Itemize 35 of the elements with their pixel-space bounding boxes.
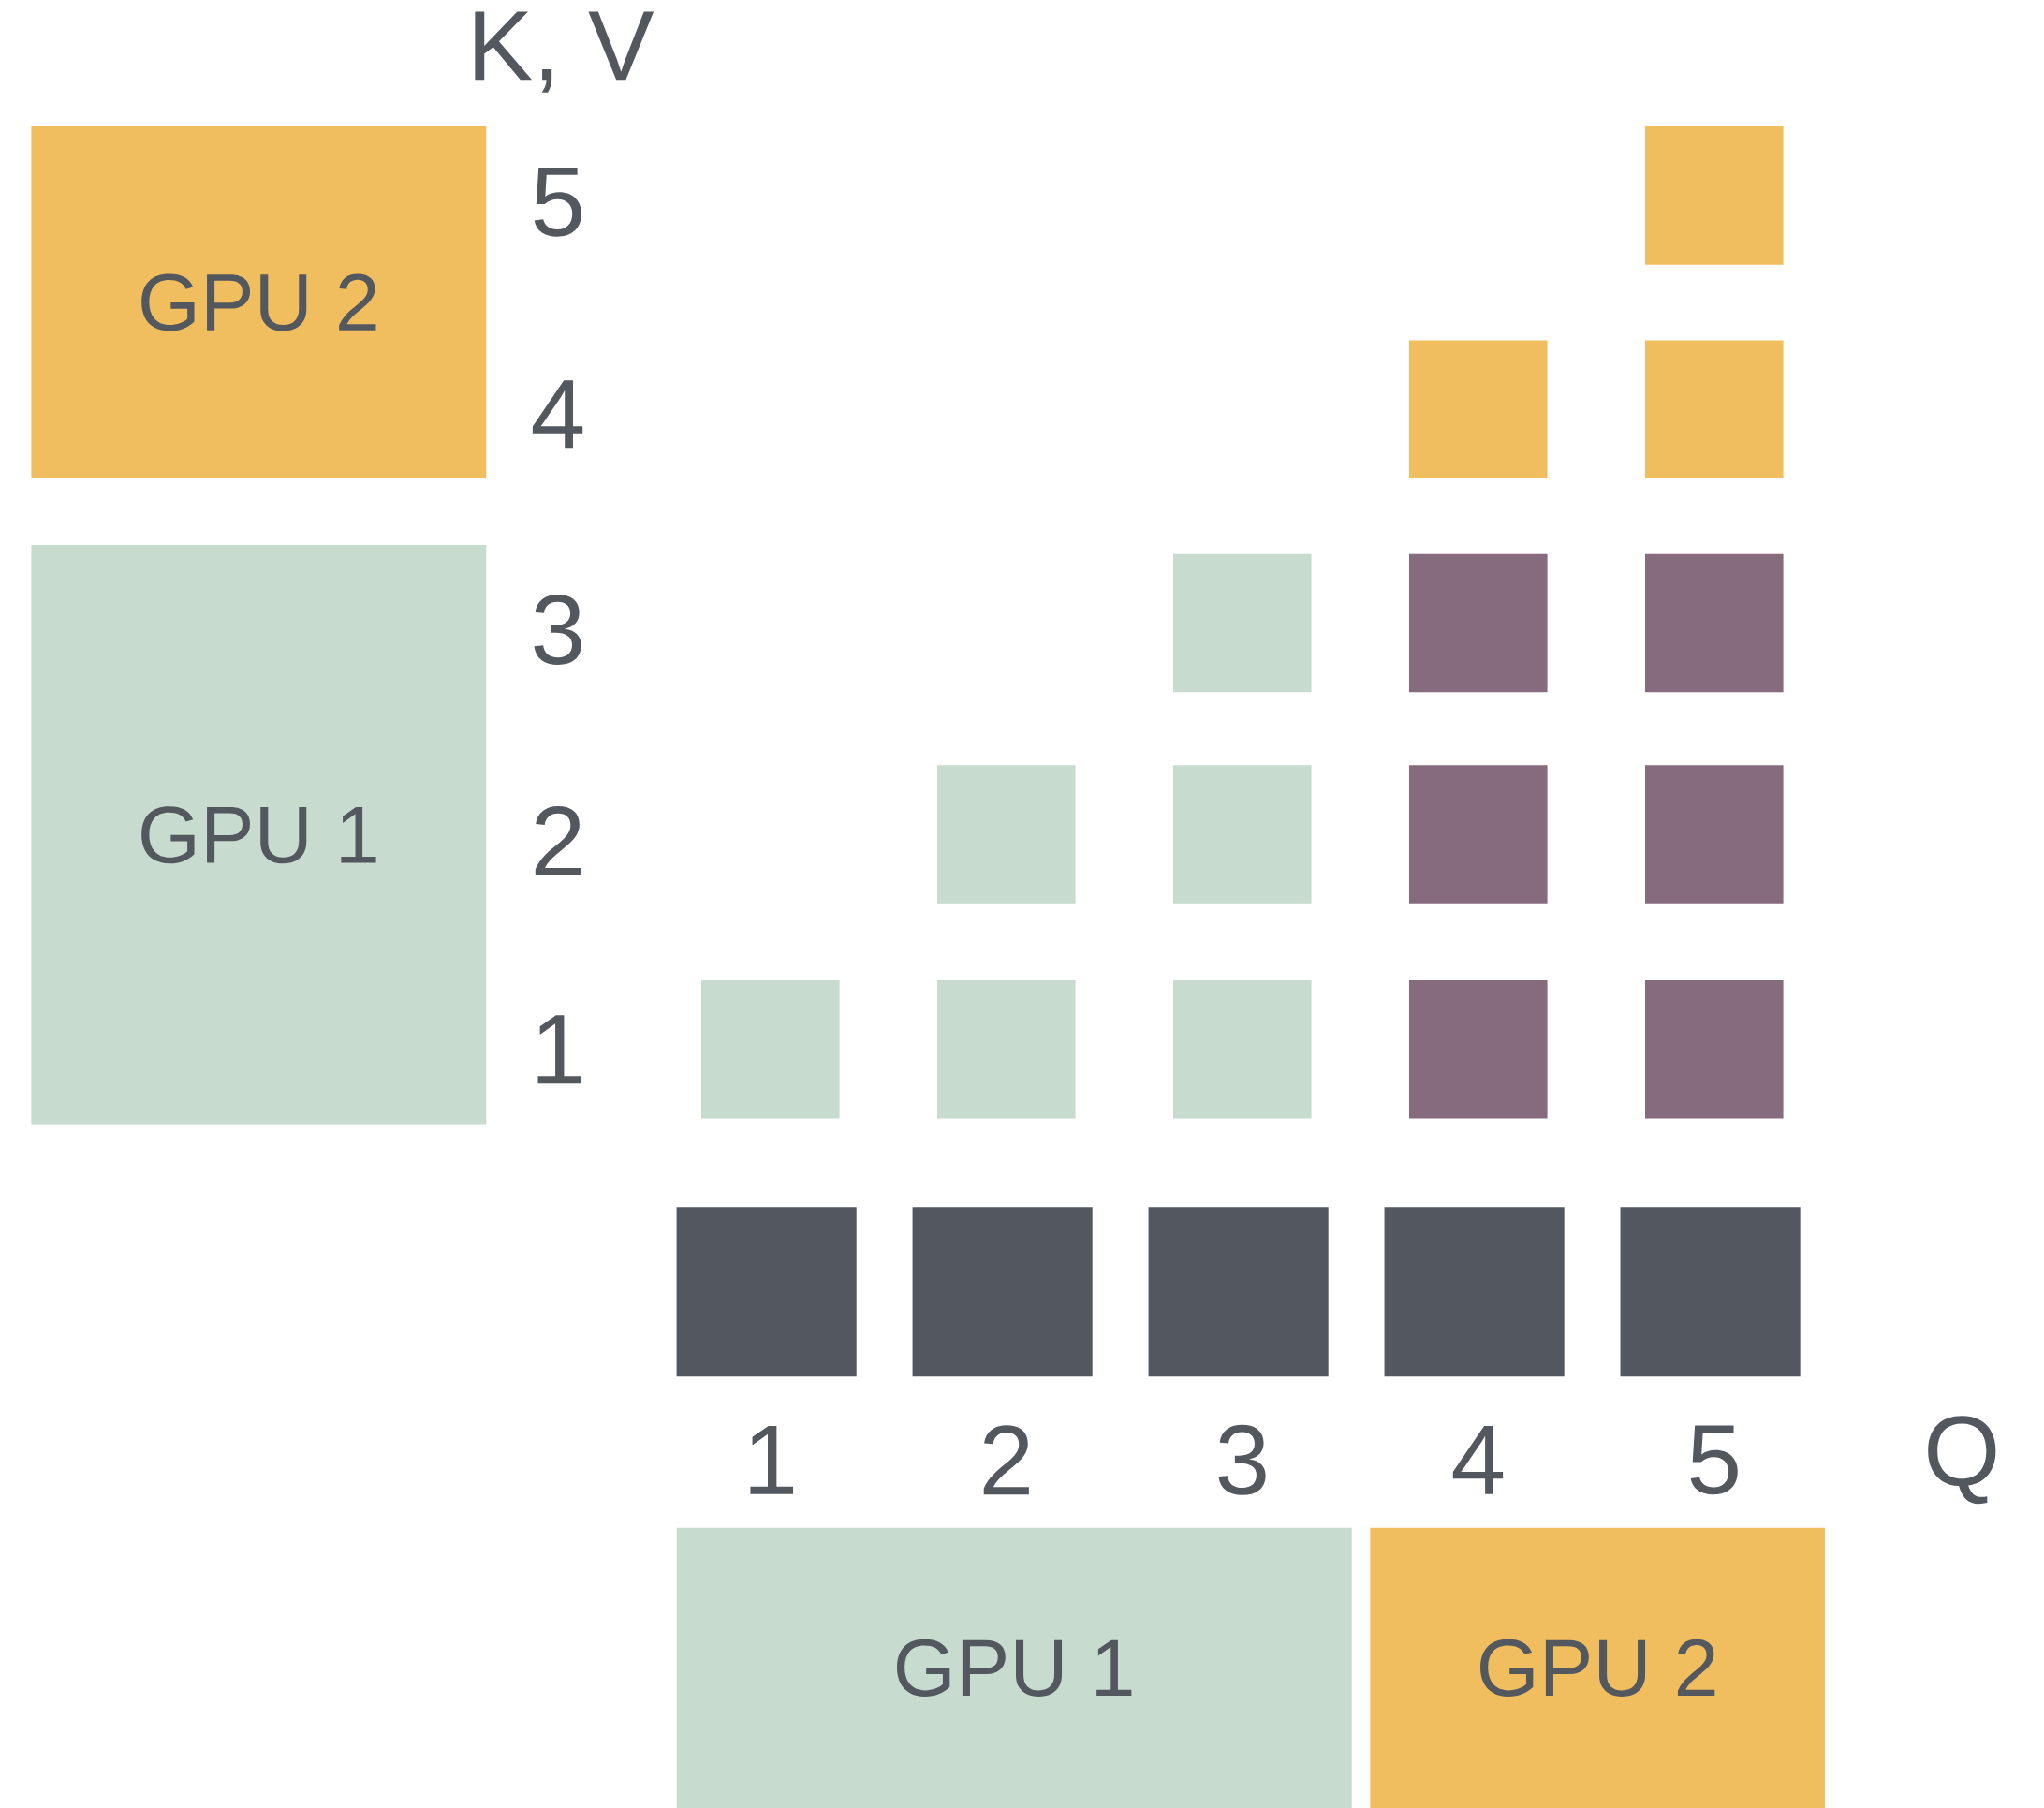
axis-title: Q: [1928, 1416, 1996, 1505]
query-block: [1384, 1207, 1565, 1377]
grid-cell: [701, 979, 840, 1119]
gpu-block: GPU 1: [676, 1527, 1352, 1808]
query-block: [912, 1207, 1093, 1377]
axis-title: K, V: [475, 11, 654, 93]
grid-cell: [1409, 553, 1548, 693]
grid-cell: [1409, 765, 1548, 904]
gpu-block: GPU 1: [31, 544, 487, 1125]
grid-cell: [1645, 979, 1784, 1119]
query-block: [1620, 1207, 1801, 1377]
grid-cell: [1645, 126, 1784, 265]
grid-cell: [1409, 340, 1548, 478]
grid-cell: [1409, 979, 1548, 1119]
column-number: 4: [1452, 1425, 1504, 1494]
column-number: 5: [1690, 1425, 1738, 1495]
grid-cell: [1173, 979, 1312, 1119]
grid-cell: [1645, 553, 1784, 693]
grid-cell: [1173, 553, 1312, 693]
row-number: 1: [537, 1015, 581, 1084]
grid-cell: [1645, 340, 1784, 478]
grid-cell: [1645, 765, 1784, 904]
gpu-block: GPU 2: [31, 126, 487, 478]
row-number: 4: [532, 380, 583, 449]
gpu-block: GPU 2: [1370, 1527, 1826, 1808]
column-number: 2: [983, 1425, 1029, 1495]
grid-cell: [937, 765, 1076, 904]
column-number: 1: [750, 1425, 794, 1494]
query-block: [676, 1207, 857, 1377]
query-block: [1148, 1207, 1329, 1377]
grid-cell: [937, 979, 1076, 1119]
grid-cell: [1173, 765, 1312, 904]
column-number: 3: [1218, 1424, 1266, 1495]
row-number: 2: [535, 806, 581, 875]
row-number: 3: [534, 595, 581, 665]
